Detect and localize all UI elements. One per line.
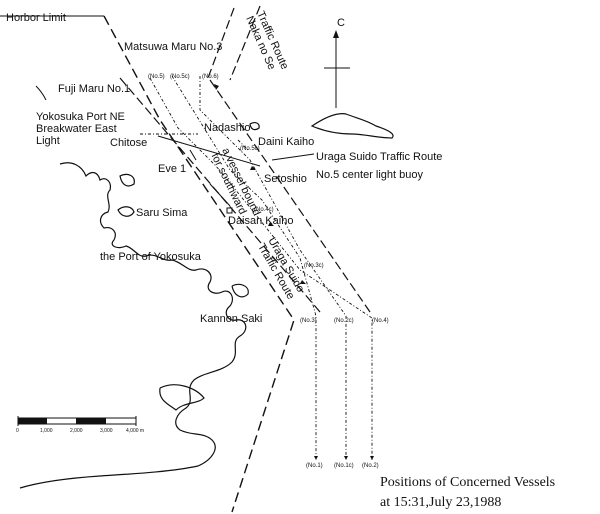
breakwater-coast <box>231 283 249 298</box>
map-title-line-1: Positions of Concerned Vessels <box>380 475 555 490</box>
position-no1c: (No.1c) <box>334 463 354 469</box>
naka-no-se-boundary-right <box>229 5 261 81</box>
position-no6: (No.6) <box>202 74 219 80</box>
coastline <box>19 162 247 489</box>
compass-arrow <box>333 30 339 38</box>
position-no3: (No.3) <box>300 318 317 324</box>
uraga-buoy-label-1: Uraga Suido Traffic Route <box>316 151 442 163</box>
arrowhead <box>314 456 318 460</box>
position-no4c: (No.4c) <box>254 207 274 213</box>
scale-tick-0: 0 <box>16 428 19 434</box>
lower-bay-coast <box>159 384 205 411</box>
eve-leader <box>189 149 197 161</box>
position-no4: (No.4) <box>372 318 389 324</box>
compass-letter: C <box>337 17 345 29</box>
vessel-bound-leader <box>209 183 231 207</box>
setoshio-label: Setoshio <box>264 173 307 185</box>
scale-tick-3: 3,000 <box>100 428 113 434</box>
eve-label: Eve 1 <box>158 163 186 175</box>
position-no2: (No.2) <box>362 463 379 469</box>
breakwater-label-3: Light <box>36 135 60 147</box>
position-no5c: (No.5c) <box>170 74 190 80</box>
saru-sima-island <box>117 206 135 217</box>
arrowhead <box>370 456 374 460</box>
fuji-label: Fuji Maru No.1 <box>58 83 130 95</box>
arrowhead <box>214 84 219 90</box>
saru-sima-label: Saru Sima <box>136 207 188 219</box>
daini-kaiho-fort <box>249 122 260 131</box>
arrowhead <box>268 222 274 226</box>
coast-inlet <box>119 173 135 187</box>
daini-kaiho-label: Daini Kaiho <box>258 136 314 148</box>
buoy-leader-line <box>157 135 261 167</box>
breakwater-label-1: Yokosuka Port NE <box>36 111 125 123</box>
uraga-buoy-leader <box>271 153 315 161</box>
fuji-maru-track <box>35 85 47 101</box>
daisan-kaiho-label: Daisan Kaiho <box>228 215 293 227</box>
track-vessel-b <box>199 76 347 460</box>
arrowhead <box>250 166 256 170</box>
inset-coast <box>310 113 394 139</box>
position-no3c: (No.3c) <box>304 263 324 269</box>
nadashio-label: Nadashio <box>204 122 250 134</box>
harbor-limit-boundary <box>103 15 295 513</box>
port-label: the Port of Yokosuka <box>100 251 202 263</box>
scale-tick-2: 2,000 <box>70 428 83 434</box>
arrowhead <box>300 280 306 284</box>
position-no1: (No.1) <box>306 463 323 469</box>
track-to-buoy <box>237 139 249 151</box>
scale-tick-1: 1,000 <box>40 428 53 434</box>
track-vessel-c <box>149 77 373 460</box>
position-no5c-mid: (No.5c) <box>240 146 260 152</box>
daisan-kaiho-fort <box>226 207 233 214</box>
scale-tick-4: 4,000 m <box>126 428 144 434</box>
arrowhead <box>344 456 348 460</box>
map-title-line-2: at 15:31,July 23,1988 <box>380 495 501 510</box>
breakwater-label-2: Breakwater East <box>36 123 117 135</box>
matsuwa-label: Matsuwa Maru No.3 <box>124 41 222 53</box>
position-no5: (No.5) <box>148 74 165 80</box>
kannon-saki-label: Kannon Saki <box>200 313 262 325</box>
chitose-label: Chitose <box>110 137 147 149</box>
position-no2c: (No.2c) <box>334 318 354 324</box>
scale-bar: 0 1,000 2,000 3,000 4,000 m <box>16 416 144 434</box>
harbor-limit-label: Horbor Limit <box>6 12 66 24</box>
uraga-route-boundary-right <box>209 79 371 313</box>
uraga-buoy-label-2: No.5 center light buoy <box>316 169 424 181</box>
